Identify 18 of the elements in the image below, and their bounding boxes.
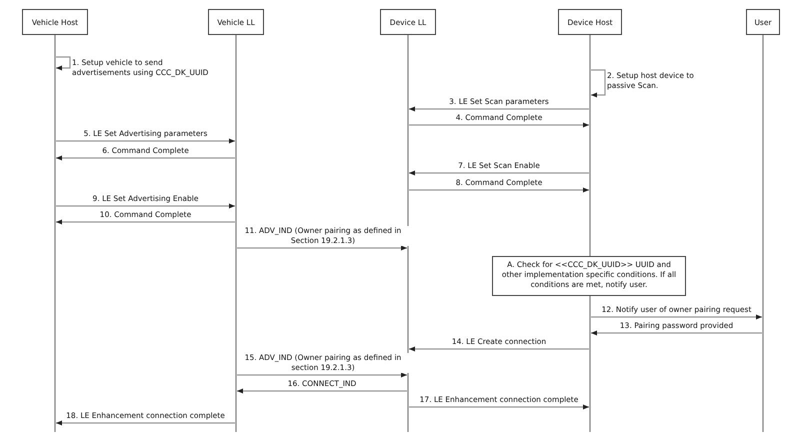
message-arrow xyxy=(409,106,589,112)
message-arrow xyxy=(56,138,235,144)
message-arrow xyxy=(409,122,589,128)
message-arrow xyxy=(237,372,407,378)
message-arrow xyxy=(56,220,235,224)
message-arrow xyxy=(56,204,235,208)
message-arrow xyxy=(409,188,589,192)
message-arrow xyxy=(56,420,235,426)
message-arrow xyxy=(237,388,407,394)
message-arrow xyxy=(237,246,407,250)
message-arrow xyxy=(409,404,589,410)
message-arrow xyxy=(591,314,762,320)
message-arrow xyxy=(591,330,762,336)
message-arrow xyxy=(409,170,589,176)
self-message-arrow xyxy=(591,69,606,98)
message-arrow xyxy=(409,346,589,352)
message-arrow xyxy=(56,156,235,160)
self-message-arrow xyxy=(56,56,71,70)
